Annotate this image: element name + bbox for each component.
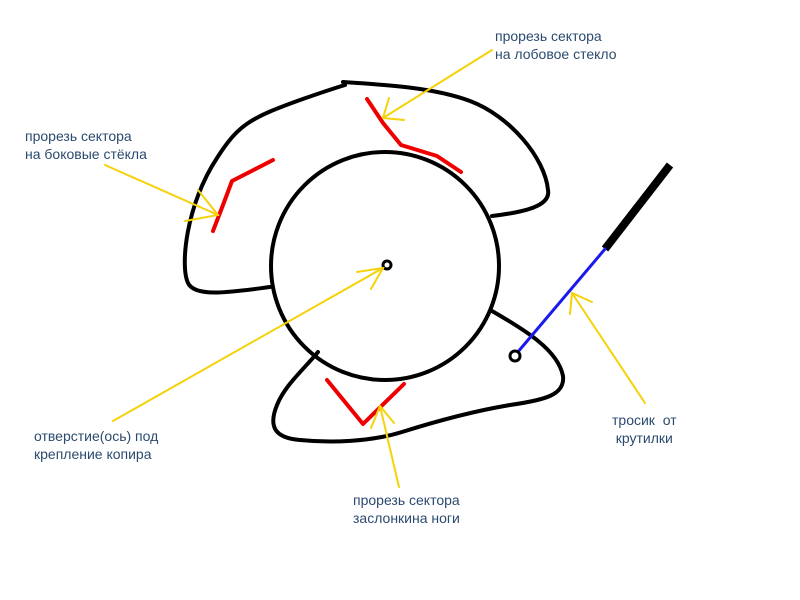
arrow-side-glass	[104, 164, 220, 222]
axis-hole-label: отверстие(ось) под крепление копира	[34, 427, 158, 463]
upper-shell-outline	[182, 80, 551, 295]
side-glass-label-line1: прорезь сектора	[25, 128, 132, 144]
side-glass-label-line2: на боковые стёкла	[25, 146, 147, 162]
side-glass-slot	[211, 158, 275, 233]
cable-sheath	[601, 162, 674, 252]
axis-label-line1: отверстие(ось) под	[34, 428, 159, 444]
axis-label-line2: крепление копира	[34, 446, 152, 462]
arrow-cable	[569, 291, 646, 404]
arrow-axis-hole	[112, 266, 385, 422]
leg-flap-slot	[325, 378, 406, 426]
axis-hole	[381, 259, 393, 271]
arrow-windshield	[381, 49, 493, 121]
cable-label-line2: крутилки	[615, 430, 673, 446]
cable-anchor-hole	[508, 349, 522, 363]
leg-flap-label-line1: прорезь сектора	[353, 492, 460, 508]
arrow-leg-flap	[370, 404, 400, 488]
side-glass-slot-label: прорезь сектора на боковые стёкла	[25, 127, 147, 163]
leg-flap-label-line2: заслонкина ноги	[353, 510, 460, 526]
windshield-slot	[365, 97, 463, 174]
cable-wire	[515, 247, 607, 355]
cable-label: тросик от крутилки	[612, 411, 677, 447]
cable-label-line1: тросик от	[612, 412, 677, 428]
leg-flap-slot-label: прорезь сектора заслонкина ноги	[353, 491, 460, 527]
central-drum-circle	[269, 150, 501, 382]
windshield-label-line1: прорезь сектора	[495, 28, 602, 44]
lower-shell-outline	[271, 309, 566, 444]
windshield-slot-label: прорезь сектора на лобовое стекло	[495, 27, 617, 63]
windshield-label-line2: на лобовое стекло	[495, 46, 617, 62]
